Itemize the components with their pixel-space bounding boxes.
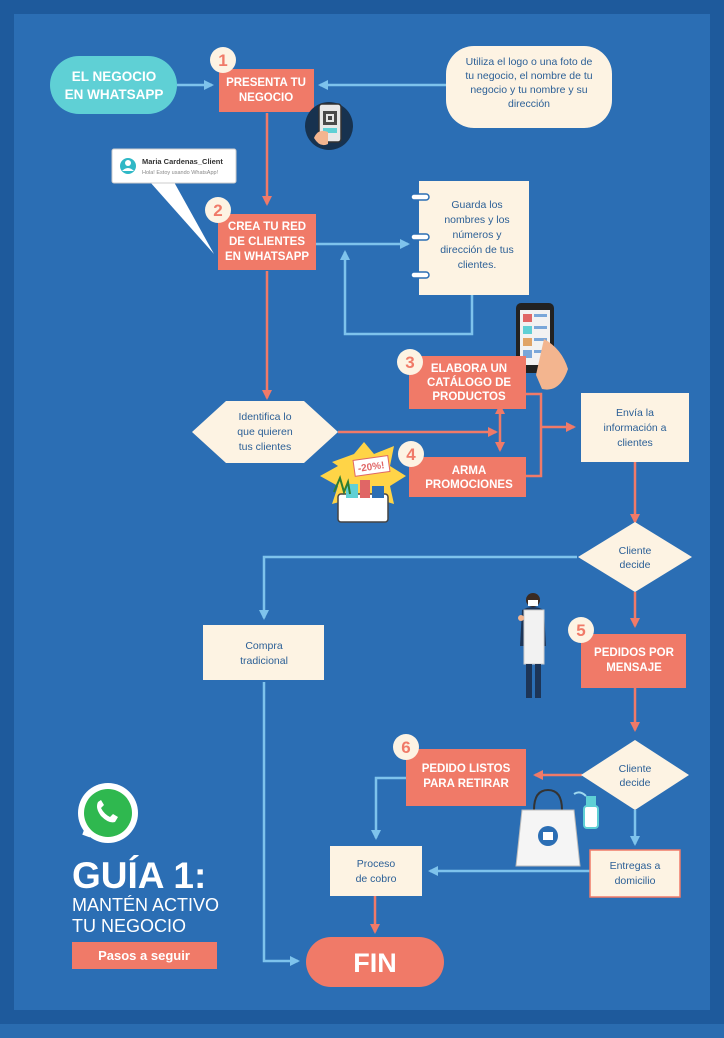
arrow-steps-to-send (526, 392, 543, 478)
step-3-line2: CATÁLOGO DE (427, 376, 511, 389)
send-line2: información a (603, 422, 666, 434)
payment-line2: de cobro (356, 873, 397, 885)
ring-icon (410, 233, 430, 241)
save-note: Guarda los nombres y los números y direc… (410, 181, 529, 295)
guide-subtitle-line2: TU NEGOCIO (72, 916, 186, 936)
traditional-node: Compra tradicional (203, 625, 324, 680)
step-5-line2: MENSAJE (606, 662, 662, 674)
arrow-traditional-to-fin (262, 682, 300, 966)
step-2: 2 CREA TU RED DE CLIENTES EN WHATSAPP (205, 197, 316, 270)
send-node: Envía la información a clientes (581, 393, 689, 462)
flowchart: EL NEGOCIO EN WHATSAPP 1 PRESENTA TU NEG… (50, 46, 692, 987)
guide-badge (72, 942, 217, 969)
decide-2-line1: Cliente (619, 763, 652, 775)
decide-1-node: Cliente decide (578, 522, 692, 592)
step-3: 3 ELABORA UN CATÁLOGO DE PRODUCTOS (397, 349, 526, 409)
step-4-line2: PROMOCIONES (425, 479, 513, 491)
bag-spray-illustration (515, 788, 599, 867)
step-1-line2: NEGOCIO (239, 92, 293, 104)
step-1-line1: PRESENTA TU (226, 77, 306, 89)
guide-subtitle-line1: MANTÉN ACTIVO (72, 895, 219, 915)
start-line2: EN WHATSAPP (65, 87, 164, 102)
step-3-line1: ELABORA UN (431, 363, 507, 375)
payment-line1: Proceso (357, 858, 396, 870)
step-2-number: 2 (213, 201, 222, 220)
identify-line1: Identifica lo (238, 411, 291, 423)
step-2-line3: EN WHATSAPP (225, 251, 309, 263)
shopkeeper-illustration (518, 593, 546, 698)
decide-2-node: Cliente decide (581, 740, 689, 810)
chat-bubble: Maria Cardenas_Client Hola! Estoy usando… (111, 148, 237, 254)
arrow-save-note-loop (340, 250, 474, 336)
save-note-line4: dirección de tus (440, 244, 514, 256)
whatsapp-icon (78, 783, 138, 843)
decide-2-line2: decide (620, 777, 651, 789)
chat-name: Maria Cardenas_Client (142, 157, 223, 166)
logo-note: Utiliza el logo o una foto de tu negocio… (446, 46, 612, 128)
save-note-line5: clientes. (458, 259, 497, 271)
traditional-line1: Compra (245, 640, 283, 652)
chat-message: Hola! Estoy usando WhatsApp! (142, 170, 219, 176)
identify-node: Identifica lo que quieren tus clientes (192, 401, 338, 463)
step-4-line1: ARMA (452, 465, 487, 477)
payment-node: Proceso de cobro (330, 846, 422, 896)
phone-catalog-illustration (516, 303, 568, 390)
arrow-step6-to-payment (371, 776, 406, 840)
delivery-node: Entregas a domicilio (589, 849, 681, 898)
step-2-line1: CREA TU RED (228, 221, 306, 233)
step-6: 6 PEDIDO LISTOS PARA RETIRAR (393, 734, 526, 806)
step-1: 1 PRESENTA TU NEGOCIO (210, 47, 314, 112)
end-node: FIN (306, 937, 444, 987)
start-line1: EL NEGOCIO (72, 69, 157, 84)
promo-basket-illustration: -20%! (320, 442, 406, 523)
logo-note-line2: tu negocio, el nombre de tu (465, 70, 592, 82)
phone-qr-illustration (305, 102, 353, 150)
delivery-line2: domicilio (615, 875, 656, 887)
identify-line2: que quieren (237, 426, 293, 438)
step-5-number: 5 (576, 621, 585, 640)
save-note-line1: Guarda los (451, 199, 502, 211)
end-label: FIN (353, 948, 397, 978)
guide-badge-label: Pasos a seguir (98, 948, 190, 963)
promo-tag: -20%! (357, 460, 385, 475)
step-3-number: 3 (405, 353, 414, 372)
step-5-line1: PEDIDOS POR (594, 647, 675, 659)
arrow-decide1-to-traditional (259, 555, 577, 620)
step-3-line3: PRODUCTOS (432, 391, 506, 403)
connectors (177, 80, 640, 966)
step-6-line2: PARA RETIRAR (423, 778, 509, 790)
logo-note-line1: Utiliza el logo o una foto de (466, 56, 593, 68)
step-5: 5 PEDIDOS POR MENSAJE (568, 617, 686, 688)
step-4: 4 ARMA PROMOCIONES (398, 441, 526, 497)
delivery-line1: Entregas a (610, 860, 661, 872)
decide-1-line2: decide (620, 559, 651, 571)
guide-title: GUÍA 1: (72, 855, 206, 896)
send-line3: clientes (617, 437, 653, 449)
identify-line3: tus clientes (239, 441, 292, 453)
step-2-line2: DE CLIENTES (229, 236, 305, 248)
step-4-number: 4 (406, 445, 416, 464)
decide-1-line1: Cliente (619, 545, 652, 557)
step-6-line1: PEDIDO LISTOS (422, 763, 511, 775)
logo-note-line3: negocio y tu nombre y su (470, 84, 587, 96)
logo-note-line4: dirección (508, 98, 550, 110)
send-line1: Envía la (616, 407, 654, 419)
ring-icon (410, 193, 430, 201)
traditional-line2: tradicional (240, 655, 288, 667)
step-6-number: 6 (401, 738, 410, 757)
step-1-number: 1 (218, 51, 227, 70)
guide-block: GUÍA 1: MANTÉN ACTIVO TU NEGOCIO Pasos a… (72, 783, 219, 969)
ring-icon (410, 271, 430, 279)
start-node: EL NEGOCIO EN WHATSAPP (50, 56, 177, 114)
save-note-line2: nombres y los (444, 214, 509, 226)
save-note-line3: números y (452, 229, 502, 241)
